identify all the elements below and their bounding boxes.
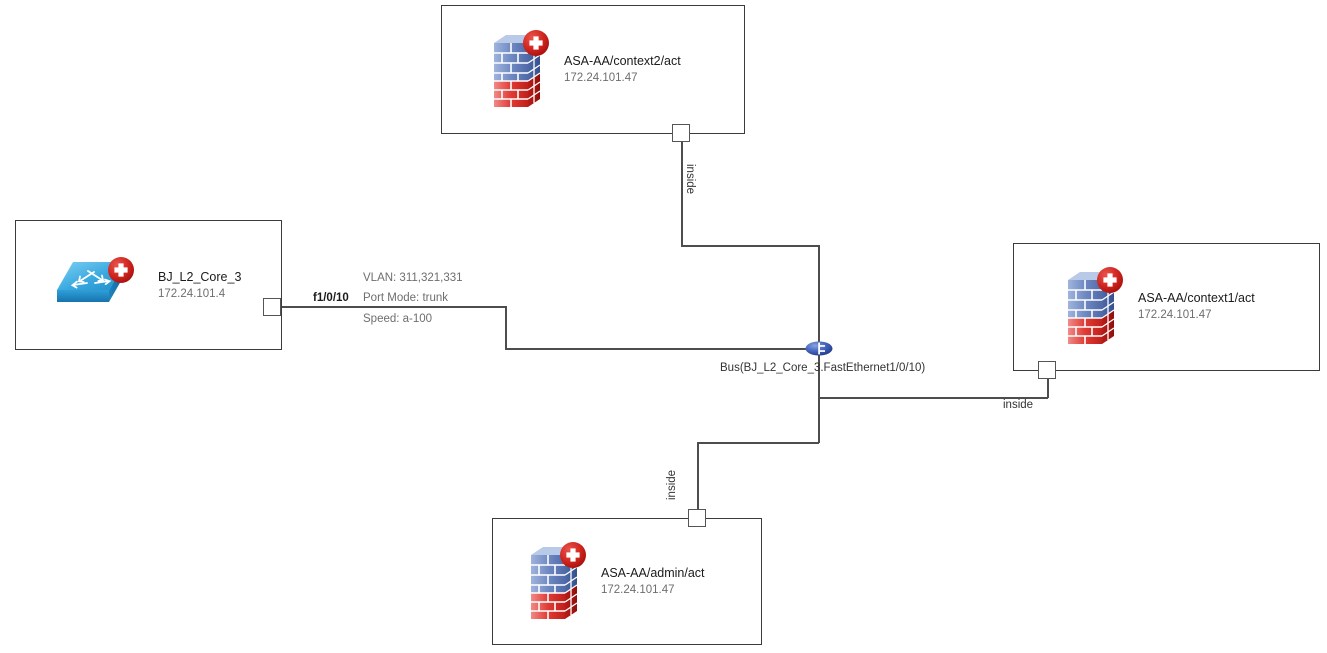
node-ip: 172.24.101.47	[601, 584, 675, 597]
node-asa-context2[interactable]: ASA-AA/context2/act 172.24.101.47	[441, 5, 745, 134]
node-ip: 172.24.101.4	[158, 288, 226, 301]
node-bj-l2-core-3-content: BJ_L2_Core_3 172.24.101.4	[49, 256, 241, 316]
port-label-top-inside: inside	[684, 164, 696, 195]
link-speed-label: Speed: a-100	[363, 313, 433, 325]
link-port-mode-label: Port Mode: trunk	[363, 292, 449, 304]
link-segment-switch-step	[505, 306, 507, 349]
node-ip: 172.24.101.47	[564, 72, 638, 85]
port-label-right-inside: inside	[1003, 399, 1034, 411]
node-asa-context2-text: ASA-AA/context2/act 172.24.101.47	[564, 52, 681, 87]
link-segment-switch-horizontal-2	[505, 348, 815, 350]
node-asa-admin[interactable]: ASA-AA/admin/act 172.24.101.47	[492, 518, 762, 645]
link-segment-switch-horizontal-1	[281, 306, 506, 308]
bus-label: Bus(BJ_L2_Core_3.FastEthernet1/0/10)	[720, 362, 926, 374]
link-segment-right-horizontal	[818, 397, 1048, 399]
node-asa-context2-content: ASA-AA/context2/act 172.24.101.47	[488, 29, 681, 111]
port-asa-context1-inside[interactable]	[1038, 361, 1056, 379]
node-asa-admin-text: ASA-AA/admin/act 172.24.101.47	[601, 564, 705, 599]
node-title: ASA-AA/context2/act	[564, 54, 681, 69]
node-title: ASA-AA/context1/act	[1138, 291, 1255, 306]
link-vlan-label: VLAN: 311,321,331	[363, 272, 463, 284]
firewall-icon	[525, 541, 587, 623]
link-segment-bottom-vertical	[697, 442, 699, 527]
node-title: ASA-AA/admin/act	[601, 566, 705, 581]
port-label-bottom-inside: inside	[666, 469, 678, 500]
firewall-icon	[1062, 266, 1124, 348]
link-segment-right-vertical	[1047, 360, 1049, 398]
node-asa-context1[interactable]: ASA-AA/context1/act 172.24.101.47	[1013, 243, 1320, 371]
link-segment-top-vertical	[681, 133, 683, 246]
node-title: BJ_L2_Core_3	[158, 270, 242, 285]
node-bj-l2-core-3[interactable]: BJ_L2_Core_3 172.24.101.4	[15, 220, 282, 350]
node-asa-context1-content: ASA-AA/context1/act 172.24.101.47	[1062, 266, 1255, 348]
switch-icon	[49, 256, 144, 316]
bus-hub-icon[interactable]	[805, 341, 833, 356]
link-interface-label: f1/0/10	[313, 292, 349, 304]
node-asa-context1-text: ASA-AA/context1/act 172.24.101.47	[1138, 289, 1255, 324]
node-ip: 172.24.101.47	[1138, 309, 1212, 322]
port-bj-l2-core-3-f1-0-10[interactable]	[263, 298, 281, 316]
node-asa-admin-content: ASA-AA/admin/act 172.24.101.47	[525, 541, 705, 623]
port-asa-context2-inside[interactable]	[672, 124, 690, 142]
link-segment-top-horizontal	[681, 245, 819, 247]
node-bj-l2-core-3-text: BJ_L2_Core_3 172.24.101.4	[158, 268, 241, 303]
firewall-icon	[488, 29, 550, 111]
link-segment-bottom-horizontal	[697, 442, 819, 444]
port-asa-admin-inside[interactable]	[688, 509, 706, 527]
